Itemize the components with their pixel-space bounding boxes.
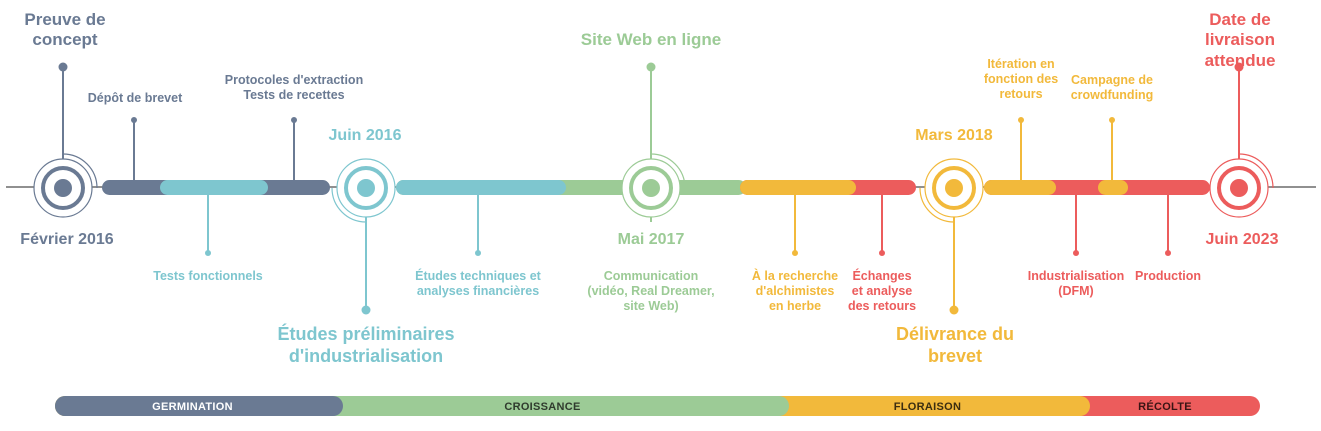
activity-communication: Communication (vidéo, Real Dreamer, site… <box>587 269 715 313</box>
segment-teal-b <box>396 180 566 195</box>
phase-germination-label: GERMINATION <box>152 401 233 413</box>
activity-stems <box>131 117 1171 256</box>
milestone-may2017-title: Site Web en ligne <box>580 30 722 49</box>
milestone-jun2016-title: Études préliminaires d'industrialisation <box>277 324 455 366</box>
activity-industrialisation: Industrialisation (DFM) <box>1027 269 1125 298</box>
segment-yellow-c <box>1098 180 1128 195</box>
activity-tests-fonctionnels: Tests fonctionnels <box>153 269 263 283</box>
activity-alchimistes: À la recherche d'alchimistes en herbe <box>751 269 839 313</box>
phase-floraison-label: FLORAISON <box>893 401 962 413</box>
milestone-jun2016-node <box>331 158 396 315</box>
segment-yellow-a <box>740 180 856 195</box>
activity-echanges: Échanges et analyse des retours <box>847 269 917 313</box>
activity-etudes-techniques: Études techniques et analyses financière… <box>415 269 541 298</box>
milestone-jun2023-title: Date de livraison attendue <box>1204 10 1276 70</box>
segment-yellow-b <box>984 180 1056 195</box>
phase-recolte-label: RÉCOLTE <box>1138 401 1192 413</box>
phase-bar <box>55 396 1260 416</box>
milestone-mar2018-title: Délivrance du brevet <box>895 324 1015 366</box>
activity-crowdfunding: Campagne de crowdfunding <box>1070 73 1154 102</box>
activity-iteration: Itération en fonction des retours <box>983 57 1059 101</box>
milestone-feb2016-date: Février 2016 <box>20 231 114 248</box>
milestone-mar2018-date: Mars 2018 <box>915 127 993 144</box>
milestone-mar2018-node <box>919 158 984 315</box>
milestone-may2017-node <box>621 62 686 222</box>
segment-teal-a <box>160 180 268 195</box>
milestone-jun2023-node <box>1209 62 1274 218</box>
milestone-may2017-date: Mai 2017 <box>617 231 685 248</box>
milestone-feb2016-title: Preuve de concept <box>24 10 106 50</box>
milestone-jun2023-date: Juin 2023 <box>1205 231 1279 248</box>
milestone-feb2016-node <box>33 62 98 218</box>
activity-protocoles: Protocoles d'extraction Tests de recette… <box>224 73 364 102</box>
activity-depot-brevet: Dépôt de brevet <box>87 91 183 105</box>
phase-germination-band <box>55 396 343 416</box>
activity-production: Production <box>1135 269 1201 283</box>
phase-croissance-label: CROISSANCE <box>504 401 581 413</box>
milestone-jun2016-date: Juin 2016 <box>328 127 402 144</box>
